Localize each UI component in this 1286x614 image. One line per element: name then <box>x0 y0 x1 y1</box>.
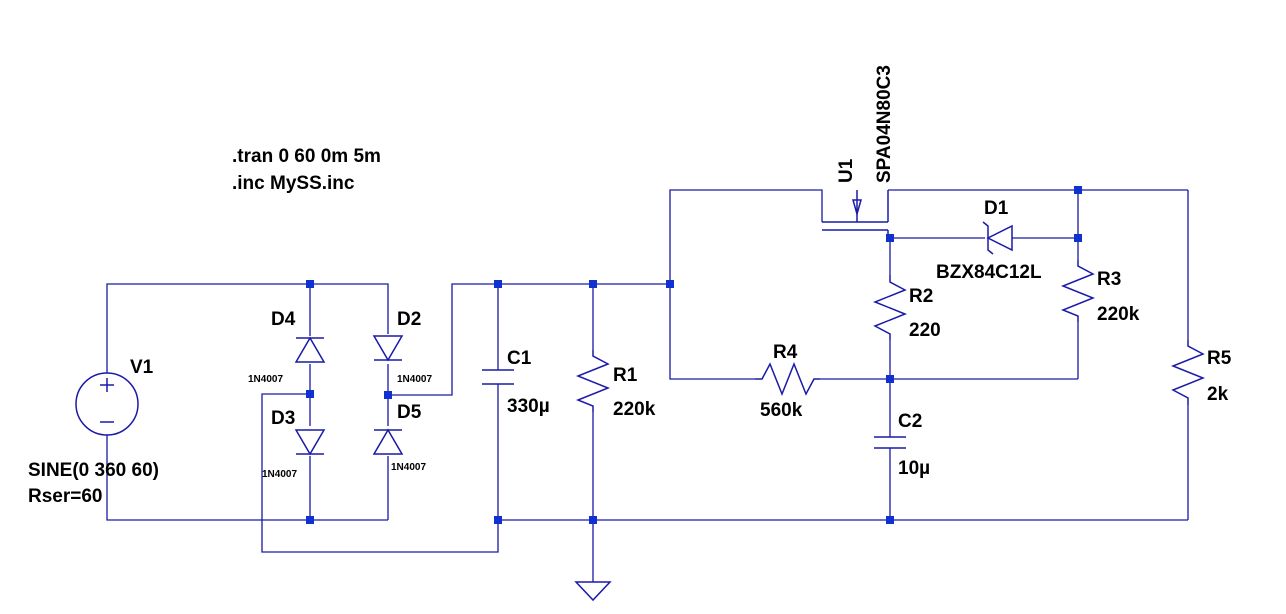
resistor-r1[interactable] <box>575 350 611 412</box>
junction <box>306 390 314 398</box>
wires <box>106 189 1189 582</box>
r2-value: 220 <box>909 320 941 341</box>
inc-directive: .inc MySS.inc <box>232 173 355 194</box>
wire-bridge-minus <box>261 393 499 553</box>
d5-name: D5 <box>397 402 422 423</box>
d1-model: BZX84C12L <box>936 262 1042 283</box>
source-circle <box>75 372 139 436</box>
resistor-r5[interactable] <box>1170 340 1206 405</box>
junction <box>886 516 894 524</box>
v1-value: SINE(0 360 60) <box>28 460 159 481</box>
r2-name: R2 <box>909 286 933 307</box>
voltage-source-v1[interactable] <box>75 372 139 436</box>
d4-name: D4 <box>271 309 296 330</box>
r5-value: 2k <box>1207 384 1229 405</box>
resistor-r3[interactable] <box>1060 260 1096 322</box>
junction <box>494 516 502 524</box>
u1-name: U1 <box>836 158 857 183</box>
wire-r4-left <box>669 284 755 380</box>
junction <box>666 280 674 288</box>
tran-directive: .tran 0 60 0m 5m <box>232 146 381 167</box>
junction <box>886 234 894 242</box>
r4-zigzag <box>755 361 820 397</box>
r1-zigzag <box>575 350 611 412</box>
ground-symbol <box>574 581 612 602</box>
labels: .tran 0 60 0m 5m .inc MySS.inc V1 SINE(0… <box>28 65 1232 507</box>
c2-name: C2 <box>898 411 922 432</box>
d1-name: D1 <box>984 198 1009 219</box>
junction <box>886 375 894 383</box>
v1-name: V1 <box>130 357 154 378</box>
r1-name: R1 <box>613 365 638 386</box>
junction <box>306 280 314 288</box>
capacitor-c1[interactable] <box>482 369 514 385</box>
wire-d2-top <box>310 283 389 334</box>
diode-d5-triangle <box>372 428 404 455</box>
diode-d3-triangle <box>294 429 326 456</box>
mosfet-u1[interactable] <box>822 190 889 238</box>
d4-model: 1N4007 <box>248 374 283 385</box>
diode-d5[interactable] <box>372 428 404 455</box>
diode-d4[interactable] <box>294 336 326 363</box>
r3-name: R3 <box>1097 269 1121 290</box>
diode-d3[interactable] <box>294 429 326 456</box>
c2-value: 10µ <box>898 458 930 479</box>
wire-drain <box>669 189 823 284</box>
c1-value: 330µ <box>507 396 550 417</box>
d3-name: D3 <box>271 408 295 429</box>
v1-rser: Rser=60 <box>28 486 102 507</box>
junctions <box>306 186 1082 524</box>
junction <box>306 516 314 524</box>
mosfet-body-arrow <box>852 199 862 217</box>
r4-value: 560k <box>760 400 803 421</box>
junction <box>384 391 392 399</box>
d1-triangle <box>986 224 1013 252</box>
r3-zigzag <box>1060 260 1096 322</box>
junction <box>589 516 597 524</box>
wire-v1-bottom <box>106 435 388 521</box>
junction <box>1074 186 1082 194</box>
c1-name: C1 <box>507 348 532 369</box>
r3-value: 220k <box>1097 304 1140 325</box>
d3-model: 1N4007 <box>262 469 297 480</box>
junction <box>1074 234 1082 242</box>
zener-diode-d1[interactable] <box>982 221 1013 255</box>
u1-model: SPA04N80C3 <box>874 65 895 183</box>
diode-d2-triangle <box>372 335 404 362</box>
d1-zener-bar <box>982 221 994 255</box>
junction <box>589 280 597 288</box>
r1-value: 220k <box>613 399 656 420</box>
diode-d4-triangle <box>294 336 326 363</box>
r4-name: R4 <box>773 342 798 363</box>
resistor-r4[interactable] <box>755 361 820 397</box>
diode-d2[interactable] <box>372 335 404 362</box>
r5-zigzag <box>1170 340 1206 405</box>
wire-v1-top <box>106 283 310 373</box>
resistor-r2[interactable] <box>872 275 908 340</box>
r5-name: R5 <box>1207 348 1232 369</box>
r2-zigzag <box>872 275 908 340</box>
wire-bridge-plus <box>388 283 498 396</box>
d2-name: D2 <box>397 309 421 330</box>
ground-triangle <box>574 581 612 602</box>
d2-model: 1N4007 <box>397 374 432 385</box>
capacitor-c2[interactable] <box>874 436 906 449</box>
d5-model: 1N4007 <box>391 462 426 473</box>
junction <box>494 280 502 288</box>
